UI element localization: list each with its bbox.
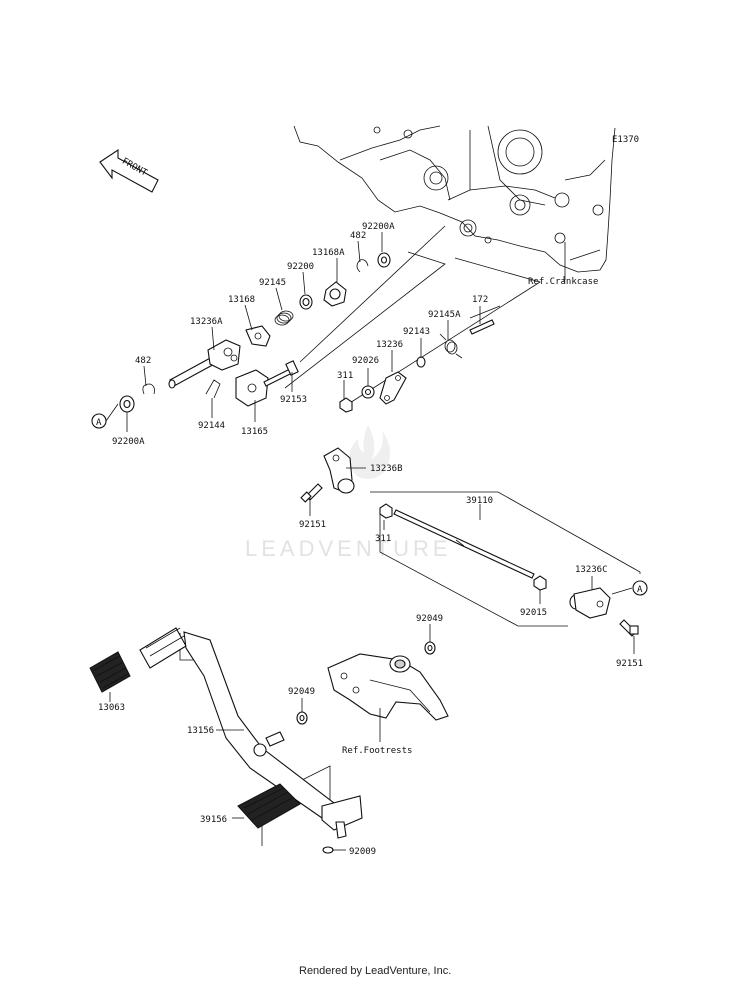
part-92153-bolt <box>263 360 299 387</box>
part-92143-collar <box>416 356 426 368</box>
part-92015-nut <box>533 575 547 591</box>
part-39110-rod <box>393 509 535 579</box>
tie-rod-section <box>300 447 641 637</box>
label-92049-mid: 92049 <box>288 687 315 697</box>
label-13168a: 13168A <box>312 248 345 258</box>
part-311-nut-mid <box>379 503 393 519</box>
part-482-circlip-left <box>142 383 155 395</box>
part-92151-bolt-right <box>619 619 639 637</box>
footrest-bracket <box>327 653 449 721</box>
part-13165-plate <box>235 369 269 407</box>
diagram-code: E1370 <box>612 135 639 145</box>
part-92144-spring <box>205 379 221 399</box>
label-13168: 13168 <box>228 295 255 305</box>
label-92026: 92026 <box>352 356 379 366</box>
footer-credit: Rendered by LeadVenture, Inc. <box>299 965 451 977</box>
label-13236: 13236 <box>376 340 403 350</box>
part-92009-bolt <box>322 821 347 854</box>
label-39110: 39110 <box>466 496 493 506</box>
label-13165: 13165 <box>241 427 268 437</box>
crankcase-illustration <box>293 125 616 273</box>
label-311-mid: 311 <box>375 534 391 544</box>
watermark-text: LEADVENTURE <box>245 536 452 561</box>
shift-pedal-assembly <box>89 627 449 854</box>
callout-a-left-letter: A <box>96 418 102 428</box>
label-172: 172 <box>472 295 488 305</box>
watermark: LEADVENTURE <box>245 425 452 561</box>
guide-lines-top <box>284 225 566 407</box>
label-92200a-left: 92200A <box>112 437 145 447</box>
part-13063-rubber <box>89 651 131 693</box>
part-13168-plate <box>245 325 271 347</box>
callout-a-left: A <box>91 413 107 429</box>
callout-a-right-letter: A <box>637 585 643 595</box>
label-13156: 13156 <box>187 726 214 736</box>
label-92144: 92144 <box>198 421 225 431</box>
label-92151-right: 92151 <box>616 659 643 669</box>
label-92200: 92200 <box>287 262 314 272</box>
label-13236c: 13236C <box>575 565 608 575</box>
label-13236b: 13236B <box>370 464 403 474</box>
part-92145a-spring <box>439 333 463 359</box>
label-92145: 92145 <box>259 278 286 288</box>
leader-lines <box>105 232 635 851</box>
label-482-top: 482 <box>350 231 366 241</box>
stopper-assembly <box>339 319 495 413</box>
label-92153: 92153 <box>280 395 307 405</box>
label-92049-top: 92049 <box>416 614 443 624</box>
label-92009: 92009 <box>349 847 376 857</box>
label-482-left: 482 <box>135 356 151 366</box>
label-13236a: 13236A <box>190 317 223 327</box>
part-92145-spring <box>274 310 294 326</box>
label-39156: 39156 <box>200 815 227 825</box>
shift-shaft-assembly <box>119 252 391 413</box>
part-172-pin <box>469 319 495 335</box>
part-13236a-shift-shaft <box>168 339 241 389</box>
front-arrow: FRONT <box>99 148 159 193</box>
label-92151-left: 92151 <box>299 520 326 530</box>
part-13236c-lever <box>569 587 611 619</box>
part-311-nut-top <box>339 397 353 413</box>
part-39156-pad <box>237 783 301 829</box>
part-482-circlip-top <box>356 259 369 273</box>
label-311-top: 311 <box>337 371 353 381</box>
part-92151-bolt-left <box>300 483 323 503</box>
label-92015: 92015 <box>520 608 547 618</box>
label-92200a-top: 92200A <box>362 222 395 232</box>
part-13236b-lever <box>323 447 355 494</box>
label-13063: 13063 <box>98 703 125 713</box>
label-92145a: 92145A <box>428 310 461 320</box>
part-labels: 92200A 482 13168A 92200 92145 13168 1323… <box>98 222 643 857</box>
ref-crankcase-label: Ref.Crankcase <box>528 277 598 287</box>
label-92143: 92143 <box>403 327 430 337</box>
part-13236-arm <box>379 371 407 405</box>
part-peg-shaft <box>139 627 187 669</box>
ref-footrests-label: Ref.Footrests <box>342 746 412 756</box>
callout-a-right: A <box>632 580 648 596</box>
